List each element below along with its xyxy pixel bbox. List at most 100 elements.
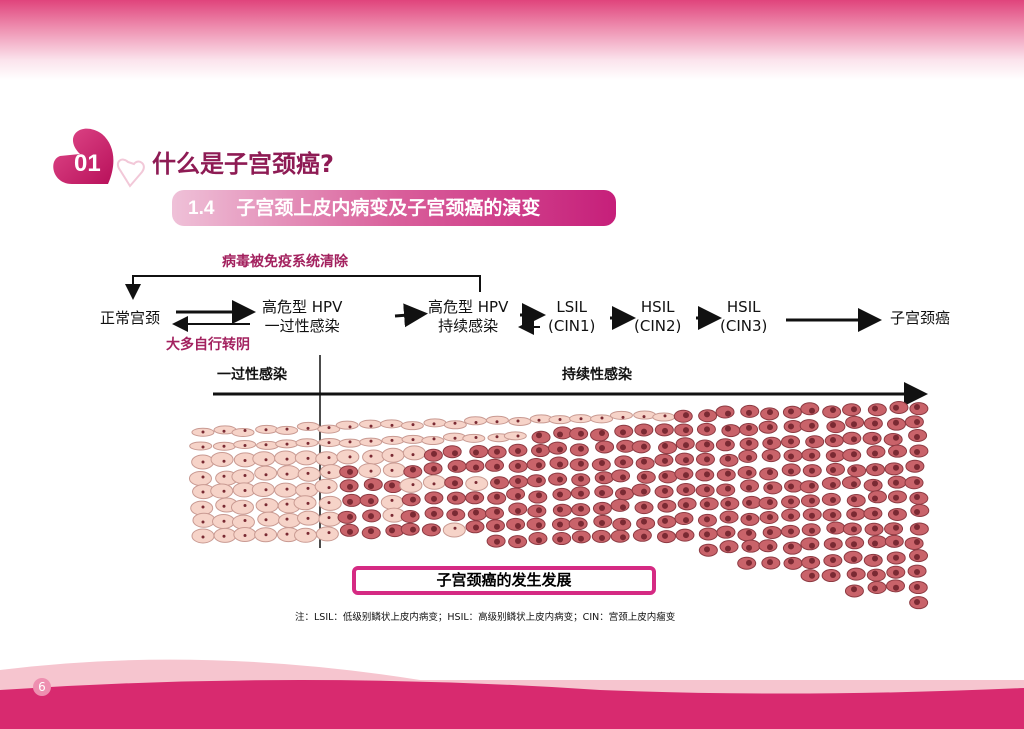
cell-nucleus bbox=[411, 438, 415, 442]
cell-nucleus bbox=[914, 419, 920, 426]
cell-nucleus bbox=[914, 584, 920, 591]
normal-cell bbox=[315, 526, 339, 542]
cell-nucleus bbox=[201, 475, 205, 479]
cell-nucleus bbox=[872, 555, 878, 562]
cell-nucleus bbox=[410, 496, 416, 503]
normal-cell bbox=[422, 474, 446, 490]
cell-nucleus bbox=[515, 492, 521, 499]
cell-nucleus bbox=[725, 485, 731, 492]
normal-cell bbox=[402, 445, 426, 461]
cell-nucleus bbox=[369, 424, 373, 428]
cell-nucleus bbox=[411, 453, 415, 457]
cell-nucleus bbox=[473, 509, 479, 516]
page-number: 6 bbox=[33, 678, 51, 696]
cell-nucleus bbox=[872, 465, 878, 472]
cell-nucleus bbox=[494, 463, 500, 470]
cell-nucleus bbox=[683, 427, 689, 434]
cell-nucleus bbox=[704, 501, 710, 508]
cell-nucleus bbox=[411, 483, 415, 487]
cell-nucleus bbox=[851, 571, 857, 578]
cell-nucleus bbox=[327, 456, 331, 460]
cell-nucleus bbox=[620, 444, 626, 451]
normal-cell bbox=[274, 450, 298, 466]
cell-nucleus bbox=[347, 483, 353, 490]
cell-nucleus bbox=[201, 445, 205, 449]
cell-nucleus bbox=[579, 417, 583, 421]
cell-nucleus bbox=[767, 424, 773, 431]
cell-nucleus bbox=[516, 419, 520, 423]
cell-nucleus bbox=[809, 482, 815, 489]
cell-nucleus bbox=[452, 450, 458, 457]
cell-nucleus bbox=[515, 507, 521, 514]
cell-nucleus bbox=[767, 439, 773, 446]
cell-nucleus bbox=[872, 585, 878, 592]
cell-nucleus bbox=[683, 517, 689, 524]
stage-cervical-cancer: 子宫颈癌 bbox=[890, 309, 951, 327]
normal-cell bbox=[362, 449, 386, 465]
normal-cell bbox=[230, 499, 254, 515]
cell-nucleus bbox=[306, 471, 310, 475]
abnormal-cell bbox=[506, 487, 526, 501]
abnormal-cell bbox=[909, 522, 929, 536]
normal-cell bbox=[257, 511, 281, 527]
cell-nucleus bbox=[788, 543, 794, 550]
normal-cell bbox=[252, 451, 276, 467]
cell-nucleus bbox=[243, 429, 247, 433]
cell-nucleus bbox=[515, 537, 521, 544]
cell-nucleus bbox=[809, 557, 815, 564]
cell-nucleus bbox=[683, 412, 689, 419]
cell-nucleus bbox=[264, 473, 268, 477]
cell-nucleus bbox=[830, 466, 836, 473]
cell-nucleus bbox=[285, 457, 289, 461]
cell-nucleus bbox=[536, 537, 542, 544]
abnormal-cell bbox=[826, 521, 846, 535]
stage-label: (CIN1) bbox=[548, 317, 596, 335]
section-title: 什么是子宫颈癌? bbox=[152, 150, 334, 178]
cell-nucleus bbox=[222, 519, 226, 523]
cell-nucleus bbox=[243, 489, 247, 493]
cell-nucleus bbox=[285, 532, 289, 536]
cell-nucleus bbox=[306, 531, 310, 535]
cell-nucleus bbox=[578, 490, 584, 497]
cell-nucleus bbox=[432, 437, 436, 441]
cell-nucleus bbox=[851, 406, 857, 413]
abnormal-cell bbox=[610, 529, 630, 543]
cell-nucleus bbox=[473, 464, 479, 471]
cell-nucleus bbox=[746, 484, 752, 491]
cell-nucleus bbox=[222, 534, 226, 538]
cell-nucleus bbox=[746, 544, 752, 551]
cell-nucleus bbox=[536, 447, 542, 454]
cell-nucleus bbox=[494, 448, 500, 455]
cell-nucleus bbox=[306, 516, 310, 520]
cell-nucleus bbox=[746, 499, 752, 506]
cell-nucleus bbox=[767, 454, 773, 461]
cell-nucleus bbox=[683, 442, 689, 449]
cell-nucleus bbox=[830, 541, 836, 548]
cell-nucleus bbox=[494, 478, 500, 485]
cell-nucleus bbox=[285, 427, 289, 431]
abnormal-cell bbox=[610, 498, 630, 512]
cell-nucleus bbox=[872, 435, 878, 442]
cell-nucleus bbox=[683, 502, 689, 509]
cell-nucleus bbox=[746, 529, 752, 536]
cell-nucleus bbox=[725, 455, 731, 462]
cell-nucleus bbox=[851, 436, 857, 443]
normal-cell bbox=[421, 436, 445, 446]
cell-nucleus bbox=[914, 524, 920, 531]
cell-nucleus bbox=[578, 475, 584, 482]
cell-nucleus bbox=[830, 496, 836, 503]
cell-nucleus bbox=[893, 464, 899, 471]
cell-nucleus bbox=[830, 571, 836, 578]
cell-nucleus bbox=[725, 440, 731, 447]
cell-nucleus bbox=[851, 511, 857, 518]
cell-nucleus bbox=[431, 525, 437, 532]
abnormal-cell bbox=[553, 426, 573, 440]
cell-nucleus bbox=[620, 504, 626, 511]
cell-nucleus bbox=[683, 457, 689, 464]
cell-nucleus bbox=[914, 494, 920, 501]
cell-nucleus bbox=[704, 456, 710, 463]
cell-nucleus bbox=[222, 489, 226, 493]
cell-nucleus bbox=[306, 426, 310, 430]
cell-nucleus bbox=[851, 586, 857, 593]
label-self-resolve: 大多自行转阴 bbox=[166, 337, 250, 353]
